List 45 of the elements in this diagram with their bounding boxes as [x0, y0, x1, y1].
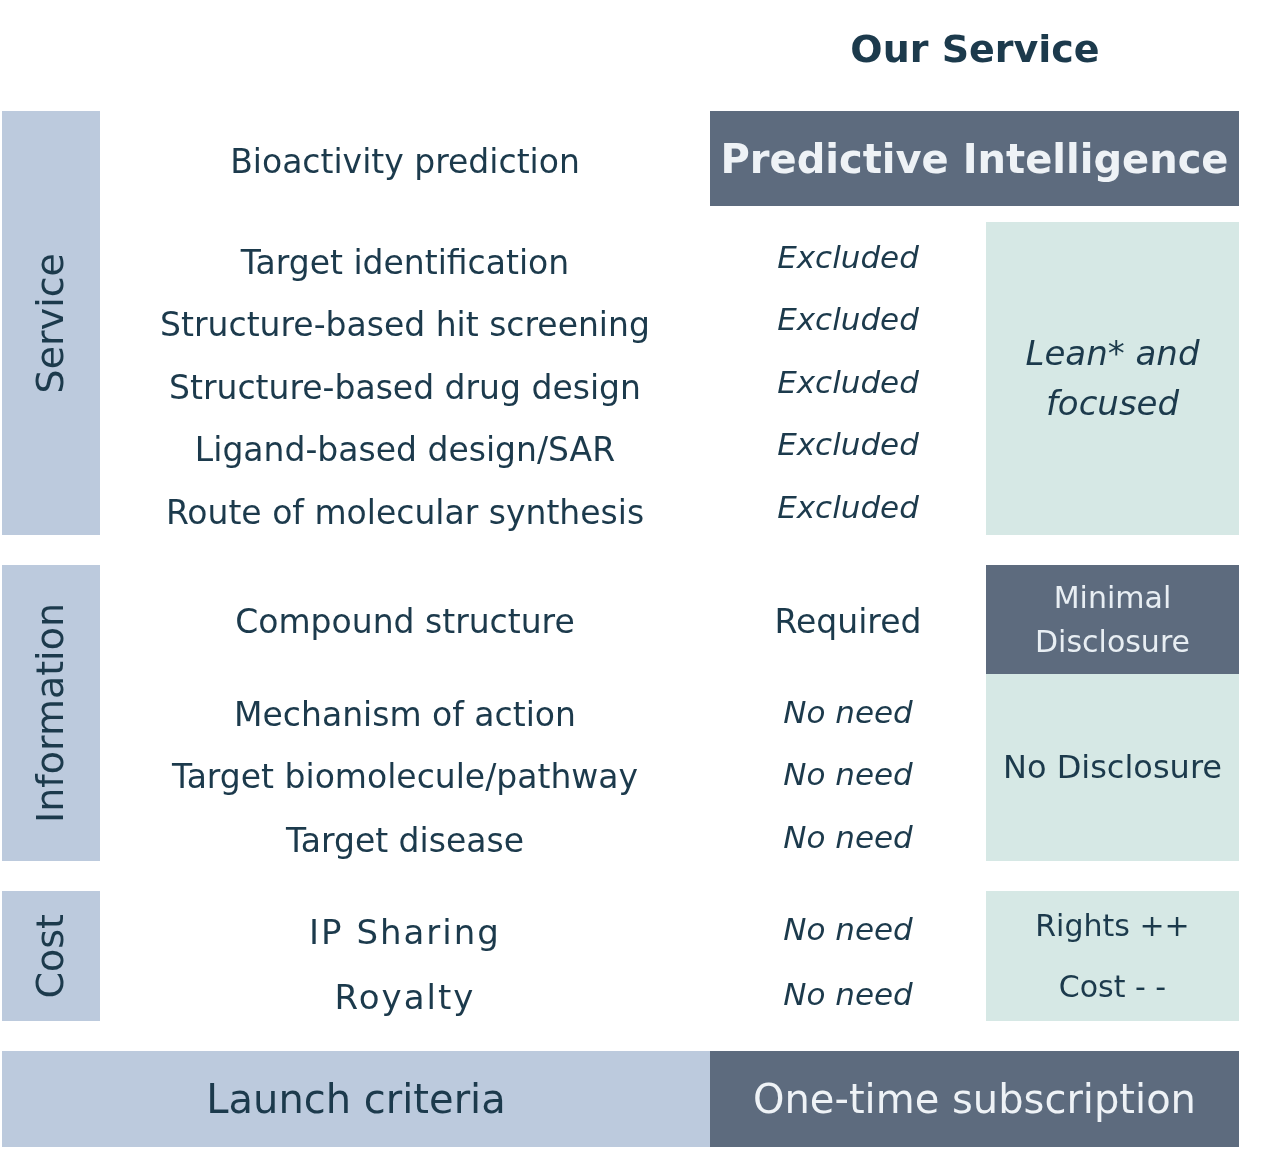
status-text: No need — [783, 756, 913, 792]
category-label: Information — [27, 603, 74, 823]
summary-panel — [986, 222, 1239, 535]
status-text: No need — [783, 819, 913, 855]
category-label: Service — [27, 252, 74, 394]
row-label: Target biomolecule/pathway — [171, 758, 639, 796]
category-band — [2, 111, 100, 535]
panel-text: Cost - - — [1057, 968, 1168, 1006]
header-band — [710, 111, 1239, 206]
summary-panel — [986, 565, 1239, 674]
status-text: Excluded — [777, 364, 919, 400]
panel-text: No Disclosure — [1001, 747, 1223, 789]
row-label: IP Sharing — [309, 914, 501, 952]
panel-text: Predictive Intelligence — [719, 134, 1230, 184]
status-text: Excluded — [777, 239, 919, 275]
panel-text: One-time subscription — [752, 1075, 1197, 1124]
row-label: Bioactivity prediction — [230, 143, 580, 181]
row-label: Royalty — [334, 979, 476, 1017]
row-label: Route of molecular synthesis — [165, 494, 645, 532]
summary-panel — [986, 674, 1239, 861]
panel-text: Lean* and focused — [1024, 332, 1201, 425]
row-label: Target identification — [240, 244, 570, 282]
row-label: Target disease — [286, 822, 524, 860]
category-label: Cost — [27, 913, 74, 999]
status-text: Excluded — [777, 301, 919, 337]
status-text: Required — [774, 603, 922, 641]
status-text: Excluded — [777, 489, 919, 525]
row-label: Mechanism of action — [234, 696, 576, 734]
row-label: Compound structure — [235, 603, 575, 641]
row-label: Ligand-based design/SAR — [194, 431, 616, 469]
status-text: No need — [783, 911, 913, 947]
row-label: Structure-based hit screening — [160, 306, 650, 344]
panel-text: Launch criteria — [205, 1075, 507, 1124]
status-text: Excluded — [777, 426, 919, 462]
column-heading: Our Service — [850, 29, 1100, 71]
row-label: Structure-based drug design — [169, 369, 641, 407]
status-text: No need — [783, 694, 913, 730]
category-band — [2, 891, 100, 1021]
footer-band — [710, 1051, 1239, 1147]
panel-text: Minimal Disclosure — [1034, 579, 1191, 661]
category-band — [2, 565, 100, 861]
status-text: No need — [783, 976, 913, 1012]
panel-text: Rights ++ — [1034, 906, 1191, 945]
footer-band — [2, 1051, 710, 1147]
summary-panel — [986, 891, 1239, 1021]
